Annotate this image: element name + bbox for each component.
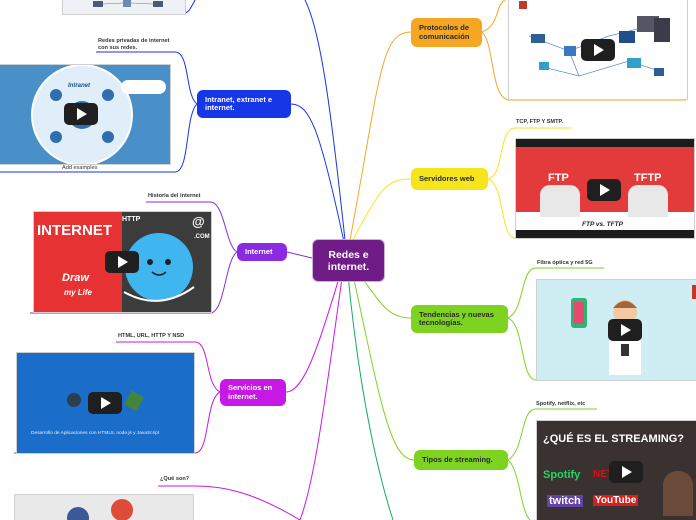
branch-internet-label: Internet bbox=[245, 246, 273, 256]
branch-tendencias[interactable]: Tendencias y nuevas tecnologías. bbox=[411, 305, 508, 333]
note-internet: Historia del internet bbox=[148, 193, 201, 199]
branch-protocolos-label: Protocolos de comunicación bbox=[419, 23, 470, 41]
youtube-logo: YouTube bbox=[593, 495, 639, 506]
servicios-thumb-caption: Desarrollo de Aplicaciones con HTML5, no… bbox=[31, 431, 160, 436]
internet-thumb-title: INTERNET bbox=[37, 222, 112, 239]
play-icon bbox=[600, 184, 610, 196]
play-icon bbox=[118, 256, 128, 268]
video-card-streaming[interactable]: ¿QUÉ ES EL STREAMING? Spotify NETFLIX tw… bbox=[536, 420, 696, 520]
video-card-servicios[interactable]: Desarrollo de Aplicaciones con HTML5, no… bbox=[16, 352, 195, 454]
branch-tendencias-label: Tendencias y nuevas tecnologías. bbox=[419, 309, 494, 327]
play-icon bbox=[77, 108, 87, 120]
play-button[interactable] bbox=[587, 179, 621, 201]
branch-intranet-label: Intranet, extranet e internet. bbox=[205, 94, 273, 112]
branch-servicios-label: Servicios en internet. bbox=[228, 383, 273, 401]
branch-servidores-label: Servidores web bbox=[419, 173, 475, 183]
twitch-logo: twitch bbox=[547, 495, 583, 507]
play-button[interactable] bbox=[608, 319, 642, 341]
network-diagram-icon bbox=[519, 1, 670, 77]
note-intranet: Redes privadas de internet con sus redes… bbox=[98, 38, 170, 51]
central-topic[interactable]: Redes e internet. bbox=[312, 239, 385, 282]
play-button[interactable] bbox=[609, 461, 643, 483]
person-smartphone-icon bbox=[571, 285, 696, 375]
play-button[interactable] bbox=[64, 103, 98, 125]
video-card-internet[interactable]: INTERNET HTTP @ .COM Draw my Life bbox=[33, 211, 212, 313]
play-icon bbox=[594, 44, 604, 56]
video-card-redes[interactable] bbox=[14, 494, 194, 520]
play-button[interactable] bbox=[105, 251, 139, 273]
intranet-caption: Add examples bbox=[62, 165, 98, 171]
branch-internet[interactable]: Internet bbox=[237, 243, 287, 261]
play-icon bbox=[101, 397, 111, 409]
branch-servidores[interactable]: Servidores web bbox=[411, 168, 488, 190]
note-streaming: Spotify, netflix, etc bbox=[536, 401, 586, 407]
spotify-logo: Spotify bbox=[543, 469, 581, 481]
note-redes: ¿Qué son? bbox=[160, 476, 190, 482]
globe-mascot-icon bbox=[123, 233, 195, 302]
note-tendencias: Fibra óptica y red 5G bbox=[537, 260, 593, 266]
intranet-thumb-label: Intranet bbox=[68, 83, 91, 89]
video-card-tendencias[interactable] bbox=[536, 279, 696, 381]
draw-my-life-line1: Draw bbox=[62, 272, 89, 284]
ftp-vs-tftp-caption: FTP vs. TFTP bbox=[582, 221, 623, 228]
central-topic-label: Redes e internet. bbox=[327, 248, 370, 273]
internet-chip-http: HTTP bbox=[122, 216, 141, 223]
video-card-protocolos[interactable] bbox=[508, 0, 688, 100]
play-icon bbox=[622, 466, 632, 478]
play-icon bbox=[621, 324, 631, 336]
video-card-servidores[interactable]: FTP TFTP FTP vs. TFTP bbox=[515, 138, 695, 239]
network-diagram-icon bbox=[93, 0, 163, 7]
internet-chip-at: @ bbox=[192, 214, 205, 229]
branch-protocolos[interactable]: Protocolos de comunicación bbox=[411, 18, 482, 47]
ftp-label: FTP bbox=[548, 172, 569, 184]
video-card-intranet[interactable]: Intranet bbox=[0, 64, 171, 165]
tftp-label: TFTP bbox=[634, 172, 662, 184]
streaming-title: ¿QUÉ ES EL STREAMING? bbox=[543, 433, 684, 445]
branch-intranet[interactable]: Intranet, extranet e internet. bbox=[197, 90, 291, 118]
note-servicios: HTML, URL, HTTP Y NSD bbox=[118, 333, 185, 339]
play-button[interactable] bbox=[88, 392, 122, 414]
branch-streaming[interactable]: Tipos de streaming. bbox=[414, 450, 508, 470]
play-button[interactable] bbox=[581, 39, 615, 61]
branch-servicios[interactable]: Servicios en internet. bbox=[220, 379, 286, 406]
video-card-top-left[interactable] bbox=[62, 0, 186, 15]
draw-my-life-line2: my Life bbox=[64, 288, 93, 297]
branch-streaming-label: Tipos de streaming. bbox=[422, 454, 493, 464]
note-servidores: TCP, FTP Y SMTP. bbox=[516, 119, 564, 125]
internet-chip-com: .COM bbox=[194, 234, 210, 240]
